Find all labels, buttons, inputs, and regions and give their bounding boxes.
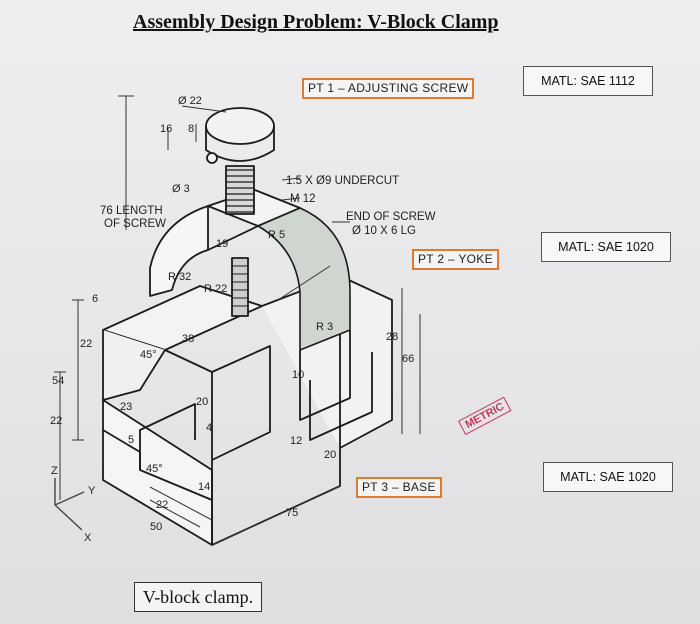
note-length-1: 76 LENGTH [100,205,163,217]
note-length-2: OF SCREW [104,218,166,230]
dim-d3: Ø 3 [172,183,190,195]
part-3-label: PT 3 – BASE [356,477,442,498]
screw-shank-lines [232,265,248,307]
dim-5: 5 [128,434,134,446]
base-right-slot [309,352,373,441]
material-box-3: MATL: SAE 1020 [543,462,673,492]
dim-r5: R 5 [268,229,285,241]
screw-head-side [205,126,275,162]
screw-shank [231,257,249,317]
dim-23: 23 [120,401,132,413]
base-left-chamfer [102,330,166,401]
dim-28: 28 [386,331,398,343]
base-inner-step [211,345,271,461]
yoke-arch-inner [207,225,259,251]
axis-z-label: Z [51,465,58,477]
dim-6: 6 [92,293,98,305]
base-right-face [211,420,341,546]
dim-38: 38 [182,333,194,345]
part-2-label: PT 2 – YOKE [412,249,499,270]
base-slot-a [139,403,196,470]
figure-caption: V-block clamp. [134,582,262,612]
yoke-right-foot [299,330,351,421]
note-end-screw-1: END OF SCREW [346,211,436,223]
dim-22c: 22 [156,499,168,511]
dim-66: 66 [402,353,414,365]
material-box-1: MATL: SAE 1112 [523,66,653,96]
dim-16: 16 [160,123,172,135]
dim-8: 8 [188,123,194,135]
screw-thread [225,165,255,215]
dim-22a: 22 [80,338,92,350]
dim-20b: 20 [324,449,336,461]
part-1-label: PT 1 – ADJUSTING SCREW [302,78,475,99]
note-end-screw-2: Ø 10 X 6 LG [352,225,416,237]
screw-thread-lines [226,169,254,213]
material-box-2: MATL: SAE 1020 [541,232,671,262]
dim-14: 14 [198,481,210,493]
dim-45a: 45° [140,349,157,361]
dim-r22: R 22 [204,283,227,295]
dimension-lines [54,95,421,546]
coordinate-axes [54,478,85,531]
dim-45b: 45° [146,463,163,475]
note-undercut: 1.5 X Ø9 UNDERCUT [286,175,399,187]
screw-head-top [205,107,275,145]
screw-pin-hole [206,152,218,164]
dim-12: 12 [290,435,302,447]
axis-x-label: X [84,532,92,544]
dim-75: 75 [286,507,298,519]
dim-50: 50 [150,521,162,533]
dim-22b: 22 [50,415,62,427]
axis-y-label: Y [88,485,96,497]
dim-10: 10 [292,369,304,381]
dim-54: 54 [52,375,64,387]
dim-r3: R 3 [316,321,333,333]
dim-20a: 20 [196,396,208,408]
dim-19: 19 [216,238,228,250]
dim-4: 4 [206,422,212,434]
yoke-arch-shaded [257,207,351,351]
note-thread: M 12 [290,193,316,205]
dim-d22: Ø 22 [178,95,202,107]
dim-r32: R 32 [168,271,191,283]
page-title: Assembly Design Problem: V-Block Clamp [133,11,499,33]
